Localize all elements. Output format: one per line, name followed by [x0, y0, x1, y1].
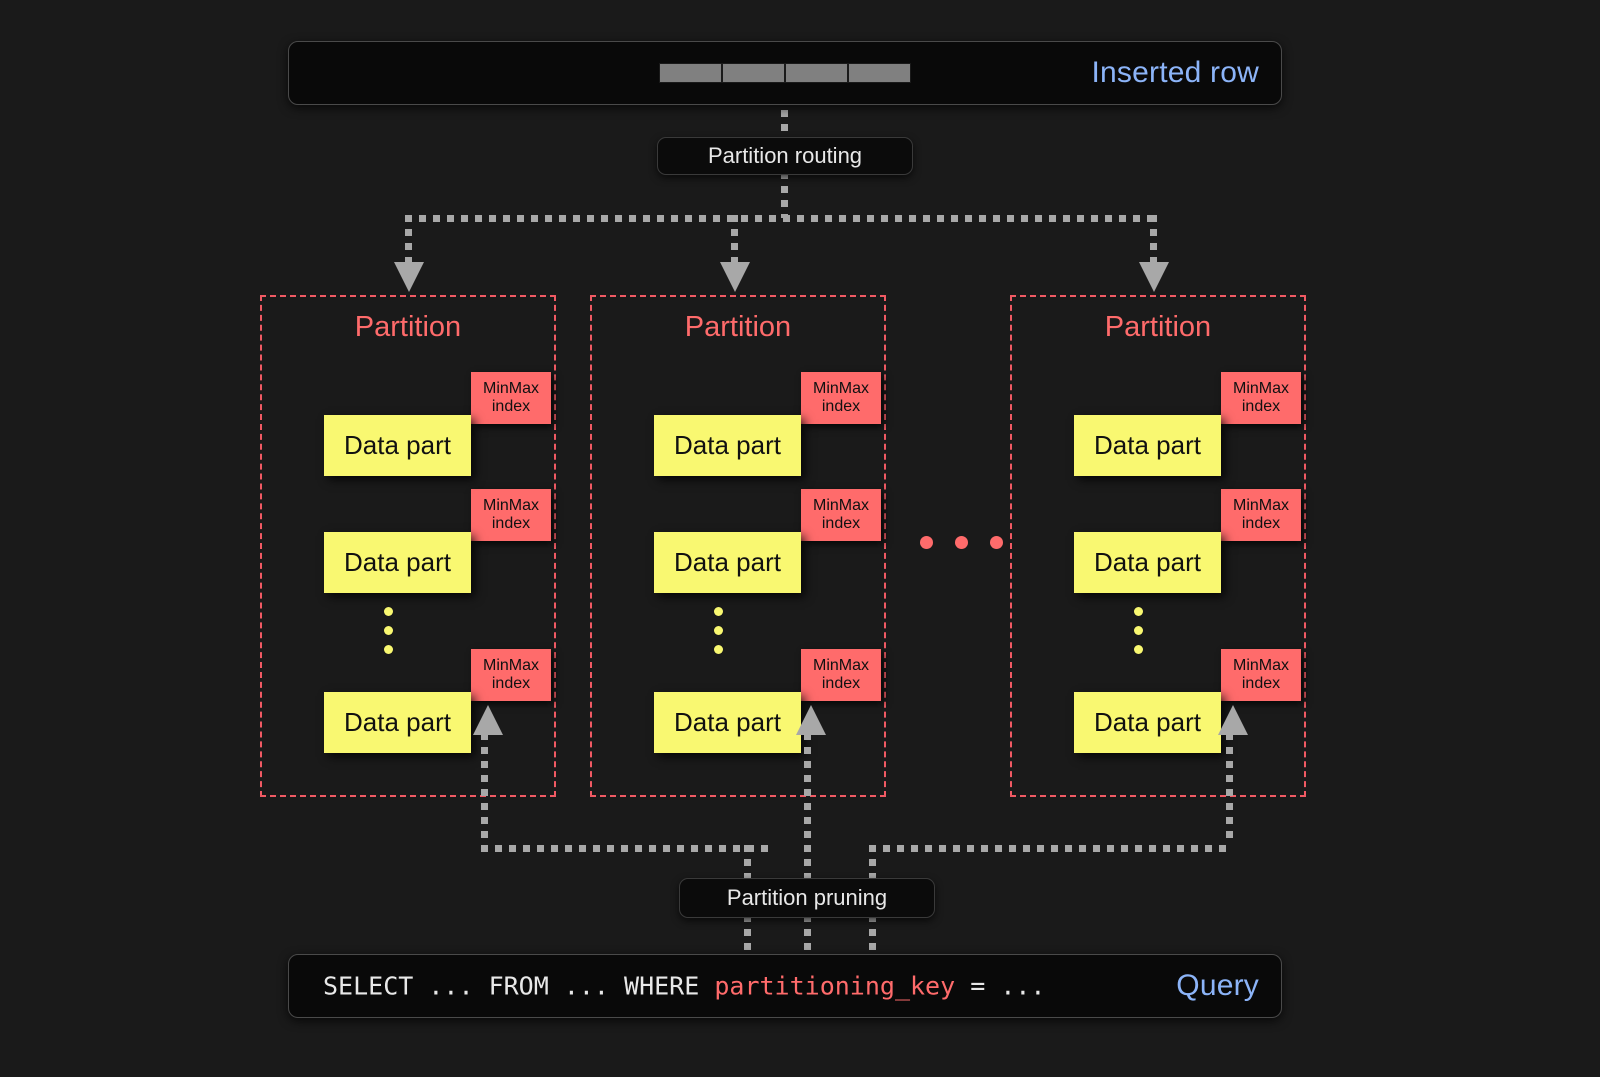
minmax-index-box: MinMax index — [801, 489, 881, 541]
query-label: Query — [1176, 969, 1259, 1002]
data-part-box: Data part — [654, 692, 801, 753]
dot — [714, 626, 723, 635]
partition-box-1[interactable]: Partition MinMax index Data part MinMax … — [260, 295, 556, 797]
minmax-index-line2: index — [491, 675, 531, 692]
minmax-index-line2: index — [491, 398, 531, 415]
minmax-index-box: MinMax index — [471, 489, 551, 541]
partition-routing-box: Partition routing — [657, 137, 913, 175]
arrowhead-partition-1 — [394, 262, 424, 292]
minmax-index-line2: index — [1241, 398, 1281, 415]
minmax-index-line1: MinMax — [1232, 496, 1289, 514]
data-part-box: Data part — [324, 532, 471, 593]
partition-box-2[interactable]: Partition MinMax index Data part MinMax … — [590, 295, 886, 797]
minmax-index-line2: index — [821, 675, 861, 692]
minmax-index-line1: MinMax — [812, 379, 869, 397]
connector-pruning-2-vertical — [804, 733, 811, 955]
dot — [955, 536, 968, 549]
row-cell — [848, 63, 911, 83]
partition-routing-label: Partition routing — [707, 143, 863, 168]
data-part-box: Data part — [1074, 415, 1221, 476]
row-cell — [722, 63, 785, 83]
minmax-index-line1: MinMax — [812, 496, 869, 514]
arrowhead-partition-3 — [1139, 262, 1169, 292]
dot — [1134, 645, 1143, 654]
connector-bus-to-partition-1 — [405, 215, 412, 267]
minmax-index-box: MinMax index — [1221, 489, 1301, 541]
connector-pruning-1-horizontal — [481, 845, 773, 852]
dot — [384, 626, 393, 635]
dot — [714, 645, 723, 654]
row-cell — [659, 63, 722, 83]
dot — [920, 536, 933, 549]
dot — [1134, 607, 1143, 616]
arrowhead-pruning-2 — [796, 705, 826, 735]
connector-pruning-1-vertical — [481, 733, 488, 845]
connector-routing-to-bus — [781, 172, 788, 218]
row-cell — [785, 63, 848, 83]
minmax-index-line2: index — [821, 515, 861, 532]
partition-pruning-box: Partition pruning — [679, 878, 935, 918]
data-part-box: Data part — [1074, 692, 1221, 753]
inserted-row-cells — [659, 63, 911, 83]
vertical-ellipsis-dots — [384, 607, 393, 654]
partition-box-3[interactable]: Partition MinMax index Data part MinMax … — [1010, 295, 1306, 797]
connector-row-to-routing — [781, 82, 788, 140]
data-part-box: Data part — [654, 415, 801, 476]
minmax-index-box: MinMax index — [801, 649, 881, 701]
data-part-box: Data part — [654, 532, 801, 593]
minmax-index-box: MinMax index — [1221, 649, 1301, 701]
minmax-index-box: MinMax index — [471, 649, 551, 701]
query-sql-prefix: SELECT ... FROM ... WHERE — [323, 971, 715, 1001]
minmax-index-box: MinMax index — [801, 372, 881, 424]
minmax-index-line1: MinMax — [812, 656, 869, 674]
partition-ellipsis — [920, 536, 1003, 549]
query-bar: SELECT ... FROM ... WHERE partitioning_k… — [288, 954, 1282, 1018]
dot — [1134, 626, 1143, 635]
minmax-index-line1: MinMax — [1232, 656, 1289, 674]
minmax-index-line1: MinMax — [482, 496, 539, 514]
partition-title: Partition — [354, 311, 462, 343]
inserted-row-bar: Inserted row — [288, 41, 1282, 105]
dot — [384, 607, 393, 616]
minmax-index-line2: index — [491, 515, 531, 532]
minmax-index-line1: MinMax — [482, 656, 539, 674]
dot — [384, 645, 393, 654]
data-part-box: Data part — [324, 692, 471, 753]
minmax-index-line2: index — [1241, 675, 1281, 692]
minmax-index-line1: MinMax — [1232, 379, 1289, 397]
vertical-ellipsis-dots — [714, 607, 723, 654]
data-part-box: Data part — [324, 415, 471, 476]
connector-bus-to-partition-2 — [731, 215, 738, 267]
inserted-row-label: Inserted row — [1091, 56, 1259, 89]
vertical-ellipsis-dots — [1134, 607, 1143, 654]
connector-pruning-3-vertical — [1226, 733, 1233, 845]
query-sql-text: SELECT ... FROM ... WHERE partitioning_k… — [323, 972, 1045, 1001]
minmax-index-line2: index — [1241, 515, 1281, 532]
minmax-index-box: MinMax index — [1221, 372, 1301, 424]
dot — [990, 536, 1003, 549]
connector-pruning-3-horizontal — [869, 845, 1233, 852]
routing-bus — [405, 215, 1157, 222]
partition-pruning-label: Partition pruning — [726, 885, 888, 910]
minmax-index-line1: MinMax — [482, 379, 539, 397]
arrowhead-partition-2 — [720, 262, 750, 292]
arrowhead-pruning-1 — [473, 705, 503, 735]
minmax-index-line2: index — [821, 398, 861, 415]
data-part-box: Data part — [1074, 532, 1221, 593]
query-sql-keyword: partitioning_key — [714, 971, 956, 1001]
minmax-index-box: MinMax index — [471, 372, 551, 424]
connector-bus-to-partition-3 — [1150, 215, 1157, 267]
partition-title: Partition — [684, 311, 792, 343]
query-sql-suffix: = ... — [955, 971, 1046, 1001]
arrowhead-pruning-3 — [1218, 705, 1248, 735]
dot — [714, 607, 723, 616]
partition-title: Partition — [1104, 311, 1212, 343]
